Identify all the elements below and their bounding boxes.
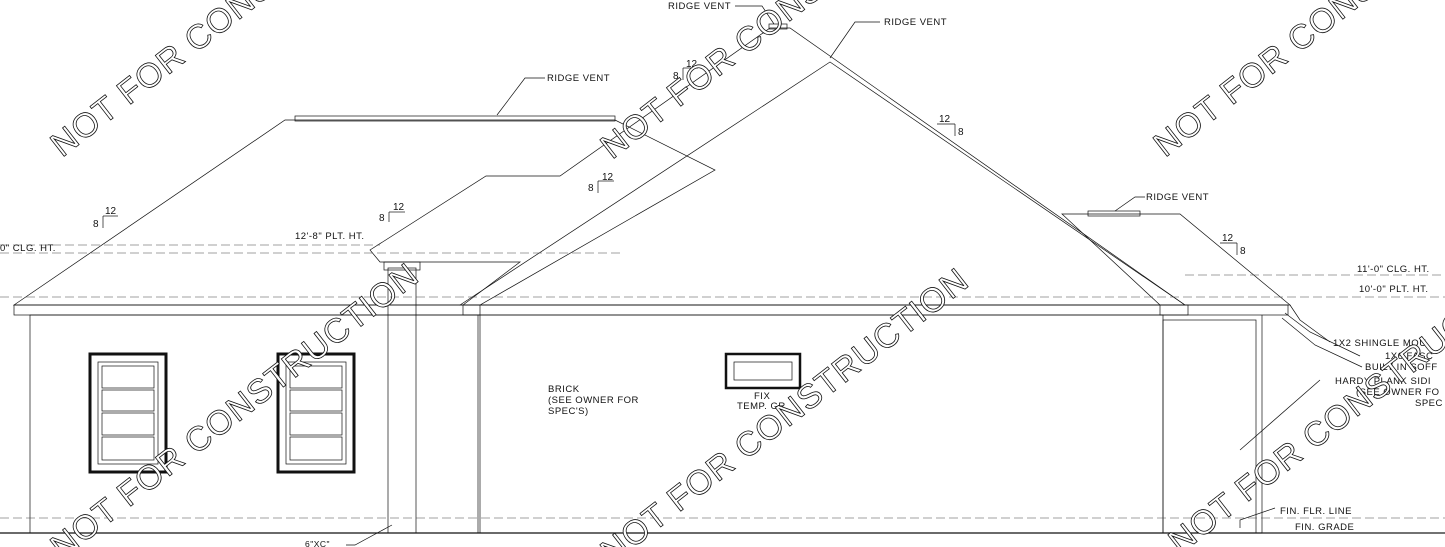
pitch-right-roof: 12 8: [937, 114, 964, 138]
column-tag-label: 6"XC": [305, 539, 330, 547]
svg-text:12: 12: [105, 206, 117, 217]
svg-text:8: 8: [379, 213, 385, 224]
pitch-far-right: 12 8: [1220, 233, 1246, 257]
brick-label-1: BRICK: [548, 384, 580, 395]
ridge-vent-top: [768, 23, 788, 30]
shingle-mold-label: 1X2 SHINGLE MOU: [1333, 338, 1427, 349]
svg-text:12: 12: [602, 172, 614, 183]
center-roof: [369, 27, 1187, 306]
brick-label-2: (SEE OWNER FOR: [548, 395, 639, 406]
watermark: NOT FOR CONSTRUCTION: [1147, 0, 1445, 164]
ridge-vent-label-upper-right: RIDGE VENT: [884, 17, 947, 28]
leader-lines: [346, 5, 1363, 546]
svg-text:12: 12: [393, 202, 405, 213]
svg-text:8: 8: [958, 127, 964, 138]
soffit-label: BUILT IN SOFF: [1365, 362, 1438, 373]
column-cap: [383, 261, 421, 271]
pitch-center: 12 8: [588, 172, 614, 194]
fin-grade-label: FIN. GRADE: [1295, 522, 1354, 533]
pitch-top: 12 8: [673, 59, 698, 82]
siding-label-2: (SEE OWNER FO: [1356, 387, 1440, 398]
clg-ht-right-label: 11'-0" CLG. HT.: [1357, 264, 1430, 275]
roof-group: [12, 23, 1291, 316]
right-fascia: [1159, 304, 1289, 316]
window-fixed-transom: [724, 352, 802, 390]
left-fascia: [13, 304, 481, 316]
ridge-vent-label-left: RIDGE VENT: [547, 73, 610, 84]
ridge-vent-label-right: RIDGE VENT: [1146, 192, 1209, 203]
window-left: [88, 352, 168, 474]
clg-ht-left-label: 0" CLG. HT.: [0, 243, 56, 254]
svg-text:8: 8: [588, 183, 594, 194]
window-right: [276, 352, 356, 474]
ridge-vent-label-top: RIDGE VENT: [668, 1, 731, 12]
center-brick-wall: [477, 314, 1164, 534]
siding-label-1: HARDY PLANK SIDI: [1335, 376, 1431, 387]
plt-ht-center-label: 12'-8" PLT. HT.: [295, 231, 365, 242]
center-fascia: [462, 304, 1189, 316]
svg-text:12: 12: [1222, 233, 1234, 244]
pitch-center-left: 12 8: [379, 202, 405, 224]
watermark: NOT FOR CONSTRUCTION: [1162, 251, 1445, 547]
svg-text:12: 12: [939, 114, 951, 125]
ridge-vent-right: [1087, 210, 1141, 217]
brick-label-3: SPEC'S): [548, 406, 589, 417]
svg-text:8: 8: [1240, 246, 1246, 257]
watermark-group: NOT FOR CONSTRUCTION NOT FOR CONSTRUCTIO…: [43, 0, 1445, 547]
front-hip-roof: [458, 61, 1187, 306]
siding-label-3: SPEC: [1415, 398, 1443, 409]
plt-ht-right-label: 10'-0" PLT. HT.: [1359, 284, 1429, 295]
level-lines: [0, 244, 1445, 534]
svg-text:8: 8: [673, 71, 679, 82]
fix-label-2: TEMP. GR: [737, 401, 786, 412]
right-hip-roof: [1061, 213, 1291, 306]
ridge-vent-left: [294, 115, 616, 122]
watermark: NOT FOR CONSTRUCTION: [44, 0, 426, 164]
pitch-left: 12 8: [93, 206, 118, 230]
svg-text:8: 8: [93, 219, 99, 230]
fin-flr-label: FIN. FLR. LINE: [1280, 506, 1352, 517]
fix-label-1: FIX: [754, 391, 770, 402]
svg-text:12: 12: [686, 59, 698, 70]
fascia-label: 1X6 FASC: [1385, 351, 1433, 362]
